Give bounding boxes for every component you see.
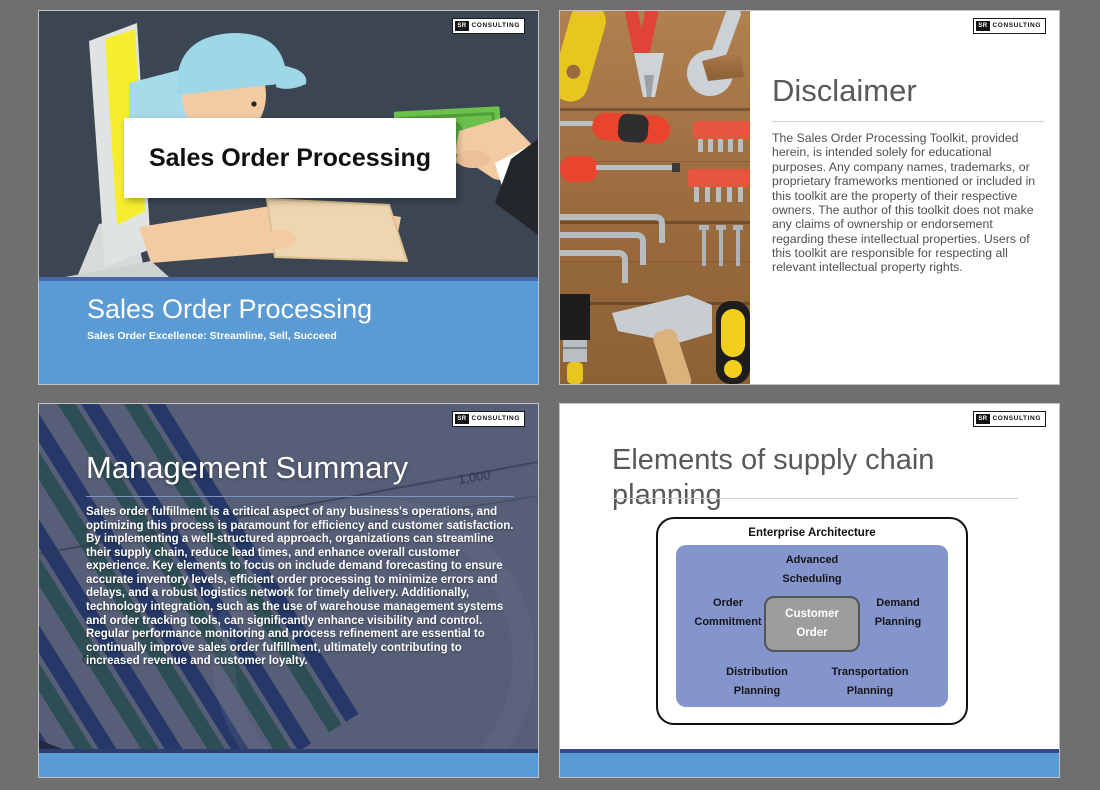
heading-rule: [612, 498, 1018, 499]
footer-band: [39, 753, 538, 777]
slide-disclaimer[interactable]: SR CONSULTING Disclaimer The Sales Order…: [559, 10, 1060, 385]
tools-photo: [560, 11, 750, 384]
enterprise-architecture-frame: Enterprise Architecture Advanced Schedul…: [656, 517, 968, 725]
logo-mark-icon: SR: [976, 21, 990, 31]
consulting-logo: SR CONSULTING: [452, 411, 525, 427]
planning-panel: Advanced Scheduling Order Commitment Cus…: [676, 545, 948, 707]
node-order-commitment: Order Commitment: [682, 594, 774, 632]
logo-name: CONSULTING: [471, 414, 520, 422]
node-line: Planning: [846, 685, 894, 697]
consulting-logo: SR CONSULTING: [452, 18, 525, 34]
node-line: Customer: [785, 608, 839, 621]
disclaimer-body: The Sales Order Processing Toolkit, prov…: [772, 131, 1036, 275]
frame-title: Enterprise Architecture: [748, 527, 876, 539]
consulting-logo: SR CONSULTING: [973, 411, 1046, 427]
slide-supply-chain[interactable]: SR CONSULTING Elements of supply chain p…: [559, 403, 1060, 778]
footer-divider: [560, 749, 1059, 753]
footer-band: [560, 753, 1059, 777]
summary-content: Management Summary Sales order fulfillme…: [86, 450, 514, 669]
logo-mark-icon: SR: [976, 414, 990, 424]
consulting-logo: SR CONSULTING: [973, 18, 1046, 34]
node-customer-order: Customer Order: [764, 596, 860, 653]
node-line: Planning: [874, 616, 922, 628]
node-line: Distribution: [726, 666, 788, 678]
logo-name: CONSULTING: [471, 21, 520, 29]
summary-body: Sales order fulfillment is a critical as…: [86, 506, 514, 668]
disclaimer-content: Disclaimer The Sales Order Processing To…: [772, 73, 1044, 275]
node-line: Scheduling: [782, 573, 842, 585]
logo-mark-icon: SR: [455, 21, 469, 31]
divider-line: [39, 277, 538, 281]
summary-heading: Management Summary: [86, 450, 514, 497]
disclaimer-heading: Disclaimer: [772, 73, 1044, 122]
banner-title: Sales Order Processing: [148, 143, 432, 172]
slide-title-page[interactable]: Sales Order Processing SR CONSULTING Sal…: [38, 10, 539, 385]
node-advanced-scheduling: Advanced Scheduling: [676, 551, 948, 589]
slide-subtitle: Sales Order Excellence: Streamline, Sell…: [87, 330, 337, 342]
title-footer-band: Sales Order Processing Sales Order Excel…: [39, 281, 538, 384]
node-line: Advanced: [785, 554, 839, 566]
slide-title: Sales Order Processing: [87, 294, 373, 324]
node-line: Commitment: [694, 616, 762, 628]
logo-name: CONSULTING: [992, 414, 1041, 422]
slide-management-summary[interactable]: 1,000 Q1 SR CONSULTING Management Summar…: [38, 403, 539, 778]
logo-name: CONSULTING: [992, 21, 1041, 29]
title-banner: Sales Order Processing: [124, 118, 456, 198]
node-transportation-planning: Transportation Planning: [808, 663, 932, 701]
node-line: Transportation: [831, 666, 909, 678]
node-line: Order: [796, 627, 828, 640]
footer-divider: [39, 749, 538, 753]
node-demand-planning: Demand Planning: [852, 594, 944, 632]
logo-mark-icon: SR: [455, 414, 469, 424]
node-line: Order: [713, 597, 743, 609]
supply-chain-heading: Elements of supply chain planning: [612, 444, 935, 511]
node-line: Demand: [876, 597, 920, 609]
node-line: Planning: [733, 685, 781, 697]
node-distribution-planning: Distribution Planning: [702, 663, 812, 701]
